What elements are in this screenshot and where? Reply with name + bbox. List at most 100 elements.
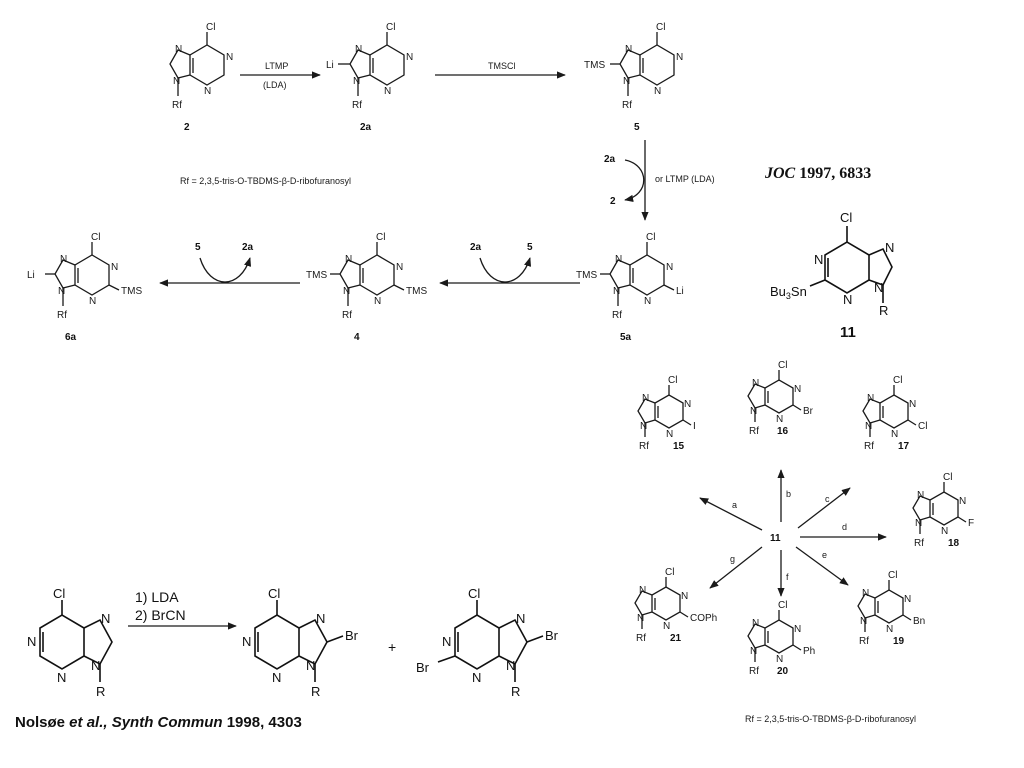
atom-n: N (642, 393, 649, 404)
atom-n: N (865, 421, 872, 432)
atom-cl: Cl (91, 232, 100, 243)
atom-n: N (396, 262, 403, 273)
atom-rf: Rf (57, 310, 67, 321)
arrow-c (797, 487, 851, 529)
center-label-11: 11 (770, 533, 781, 544)
atom-n: N (58, 286, 65, 297)
atom-n: N (874, 280, 883, 295)
atom-n: N (941, 526, 948, 537)
atom-n: N (959, 496, 966, 507)
atom-n: N (915, 518, 922, 529)
atom-n: N (654, 86, 661, 97)
atom-rf: Rf (639, 441, 649, 452)
curved-arrow-2a-to-2 (624, 159, 645, 202)
atom-br: Br (803, 406, 814, 417)
atom-r: R (879, 303, 888, 318)
compound-16: Br Cl N N N N Rf 16 (747, 360, 814, 437)
atom-rf: Rf (172, 100, 182, 111)
atom-n: N (860, 616, 867, 627)
compound-label-19: 19 (893, 636, 905, 647)
atom-n: N (843, 292, 852, 307)
atom-n: N (101, 611, 110, 626)
atom-n: N (885, 240, 894, 255)
rf-definition-bottom: Rf = 2,3,5-tris-O-TBDMS-β-D-ribofuranosy… (745, 714, 916, 724)
step-label-b: b (786, 489, 791, 499)
atom-cl: Cl (656, 22, 665, 33)
atom-n: N (750, 406, 757, 417)
compound-17: Cl Cl N N N N Rf 17 (862, 375, 927, 452)
atom-rf: Rf (636, 633, 646, 644)
atom-n: N (776, 654, 783, 665)
atom-tms: TMS (584, 60, 605, 71)
atom-n: N (27, 634, 36, 649)
atom-rf: Rf (622, 100, 632, 111)
compound-4: TMS TMS Cl N N N N Rf 4 (306, 232, 427, 343)
atom-n: N (442, 634, 451, 649)
atom-rf: Rf (612, 310, 622, 321)
atom-cl: Cl (778, 600, 787, 611)
atom-n: N (886, 624, 893, 635)
atom-tms: TMS (406, 286, 427, 297)
atom-n: N (663, 621, 670, 632)
atom-cl: Cl (268, 586, 280, 601)
compound-label-21: 21 (670, 633, 682, 644)
atom-f: F (968, 518, 974, 529)
atom-n: N (917, 490, 924, 501)
atom-cl: Cl (53, 586, 65, 601)
atom-n: N (89, 296, 96, 307)
atom-cl: Cl (893, 375, 902, 386)
atom-n: N (60, 254, 67, 265)
step-label-f: f (786, 572, 789, 582)
curved-arrow-2a-to-5 (479, 257, 532, 283)
atom-li: Li (676, 286, 684, 297)
arrow-e (795, 546, 849, 586)
atom-n: N (204, 86, 211, 97)
atom-cl: Cl (468, 586, 480, 601)
compound-21: COPh Cl N N N N Rf 21 (634, 567, 717, 644)
compound-label-15: 15 (673, 441, 685, 452)
atom-n: N (676, 52, 683, 63)
rf-definition-top: Rf = 2,3,5-tris-O-TBDMS-β-D-ribofuranosy… (180, 176, 351, 186)
atom-i: I (693, 421, 696, 432)
compound-label-5: 5 (634, 122, 640, 133)
atom-br: Br (345, 628, 359, 643)
compound-8-bromo-product: Br Cl N N N N R (242, 586, 359, 699)
atom-r: R (311, 684, 320, 699)
atom-n: N (794, 624, 801, 635)
compound-5a: TMS Li Cl N N N N Rf 5a (576, 232, 684, 343)
atom-n: N (776, 414, 783, 425)
atom-cl: Cl (206, 22, 215, 33)
atom-rf: Rf (864, 441, 874, 452)
atom-cl: Cl (888, 570, 897, 581)
compound-label-20: 20 (777, 666, 789, 677)
atom-n: N (814, 252, 823, 267)
atom-tms: TMS (576, 270, 597, 281)
atom-n: N (355, 44, 362, 55)
atom-n: N (909, 399, 916, 410)
compound-2: Cl N N N N Rf 2 (169, 22, 233, 133)
reagent-2a-mid: 2a (470, 242, 482, 253)
atom-n: N (353, 76, 360, 87)
atom-n: N (637, 613, 644, 624)
arrow-a (699, 497, 763, 531)
compound-label-6a: 6a (65, 332, 77, 343)
atom-tms: TMS (121, 286, 142, 297)
atom-n: N (384, 86, 391, 97)
compound-label-2a: 2a (360, 122, 372, 133)
atom-n: N (644, 296, 651, 307)
compound-11: Cl N N N N R Bu3Sn 11 (770, 210, 894, 341)
step-label-a: a (732, 500, 737, 510)
atom-n: N (867, 393, 874, 404)
atom-n: N (625, 44, 632, 55)
atom-n: N (173, 76, 180, 87)
atom-bu3sn: Bu3Sn (770, 284, 807, 301)
atom-n: N (639, 585, 646, 596)
atom-n: N (623, 76, 630, 87)
compound-15: I Cl N N N N Rf 15 (637, 375, 696, 452)
side-reagent-2a: 2a (604, 154, 616, 165)
atom-n: N (681, 591, 688, 602)
reagent-5-left: 5 (195, 242, 201, 253)
atom-n: N (752, 378, 759, 389)
compound-19: Bn Cl N N N N Rf 19 (857, 570, 925, 647)
